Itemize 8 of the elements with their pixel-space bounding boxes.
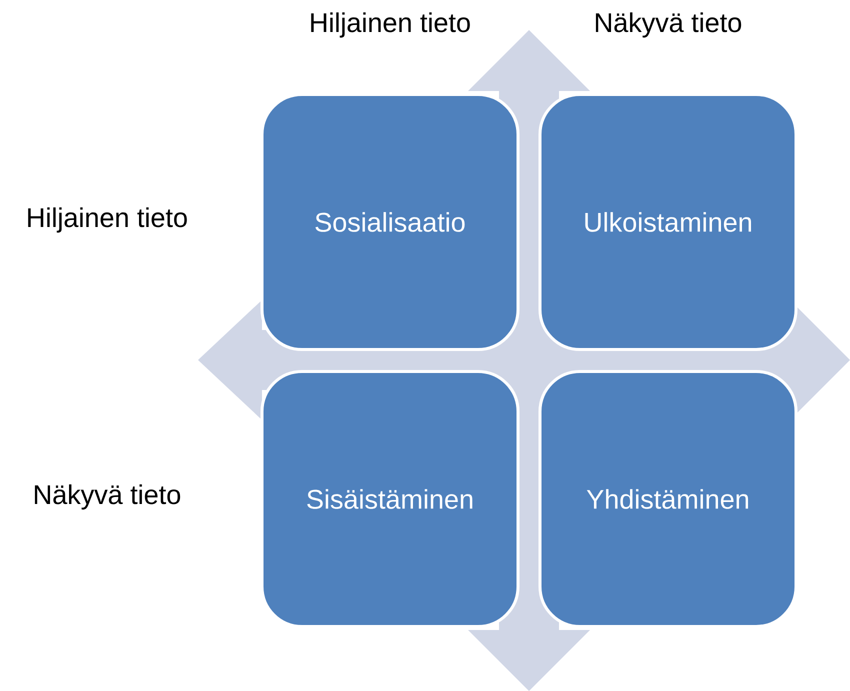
axis-label: Näkyvä tieto [34,484,180,510]
rounded-box: Yhdistäminen [538,370,798,628]
rounded-box: Ulkoistaminen [538,93,798,351]
axis-label: Hiljainen tieto [311,12,470,38]
rounded-box: Sisäistäminen [260,370,520,628]
axis-label: Näkyvä tieto [596,12,742,38]
axis-label: Hiljainen tieto [28,207,187,233]
rounded-box: Sosialisaatio [260,93,520,351]
